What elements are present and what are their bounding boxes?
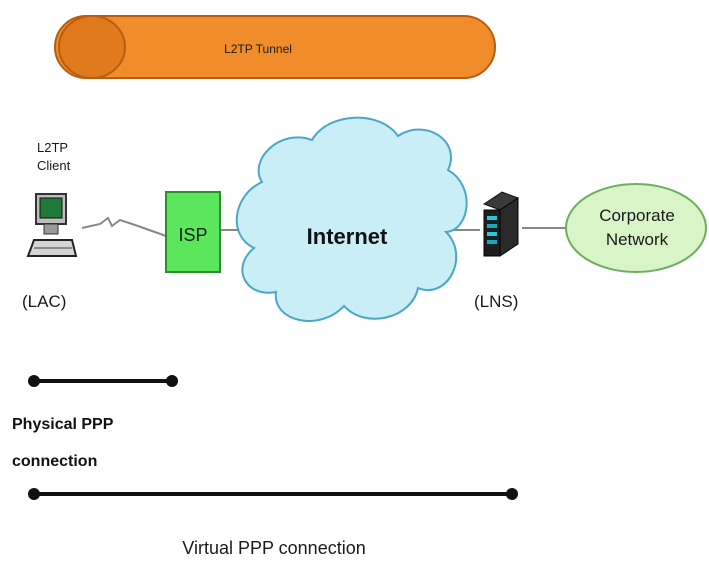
client-label-line1: L2TP bbox=[37, 140, 68, 155]
tunnel-pipe bbox=[54, 15, 496, 79]
l2tp-client: L2TP Client (LAC) bbox=[22, 140, 78, 311]
lns-label: (LNS) bbox=[474, 292, 518, 311]
physical-ppp-label-line1: Physical PPP bbox=[12, 416, 114, 433]
lac-label: (LAC) bbox=[22, 292, 66, 311]
dialup-link bbox=[81, 216, 167, 237]
physical-ppp-start bbox=[28, 375, 40, 387]
cloud-shape bbox=[235, 116, 468, 322]
isp-label: ISP bbox=[178, 225, 207, 245]
virtual-ppp-connection: Virtual PPP connection bbox=[28, 488, 518, 558]
internet-cloud: Internet bbox=[235, 116, 468, 322]
l2tp-tunnel: L2TP Tunnel bbox=[54, 15, 496, 79]
virtual-ppp-start bbox=[28, 488, 40, 500]
lns-server: (LNS) bbox=[474, 191, 520, 311]
server-icon bbox=[482, 191, 520, 257]
corporate-ellipse bbox=[565, 183, 707, 273]
computer-icon bbox=[26, 193, 78, 257]
internet-label: Internet bbox=[307, 224, 388, 249]
isp-box bbox=[165, 191, 221, 273]
corporate-label-line2: Network bbox=[606, 230, 669, 249]
tunnel-label: L2TP Tunnel bbox=[224, 42, 292, 56]
corporate-network: Corporate Network bbox=[565, 183, 707, 273]
virtual-ppp-end bbox=[506, 488, 518, 500]
tunnel-pipe-opening bbox=[58, 15, 126, 79]
physical-ppp-label-line2: connection bbox=[12, 453, 97, 470]
corporate-label-line1: Corporate bbox=[599, 206, 675, 225]
network-links bbox=[81, 216, 566, 237]
virtual-ppp-label: Virtual PPP connection bbox=[182, 538, 365, 558]
physical-ppp-connection: Physical PPP connection bbox=[12, 375, 178, 470]
physical-ppp-end bbox=[166, 375, 178, 387]
client-label-line2: Client bbox=[37, 158, 71, 173]
isp-node: ISP bbox=[165, 191, 221, 273]
